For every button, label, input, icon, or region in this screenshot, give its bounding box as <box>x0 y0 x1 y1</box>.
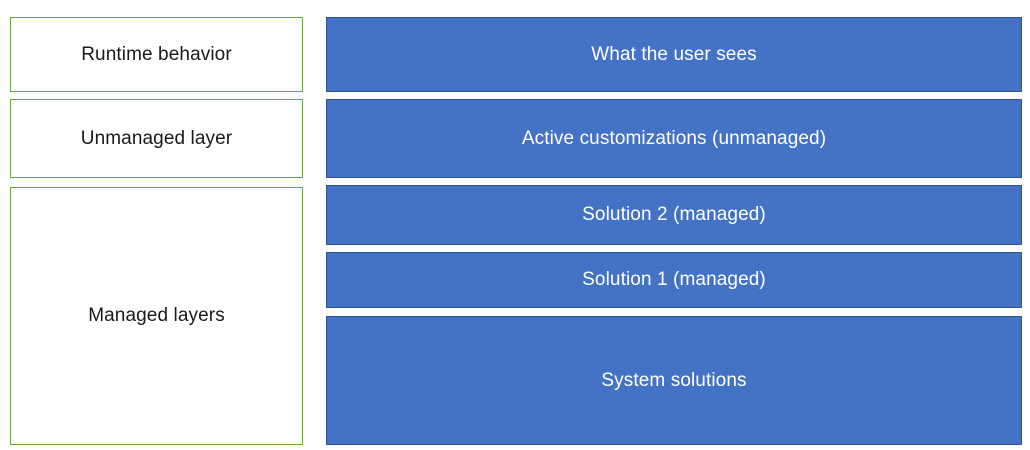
layer-bar-active-customizations-label: Active customizations (unmanaged) <box>521 127 827 149</box>
left-box-unmanaged-layer-label: Unmanaged layer <box>80 127 233 149</box>
left-box-managed-layers: Managed layers <box>10 187 303 445</box>
layer-bar-system-solutions-label: System solutions <box>601 369 747 391</box>
left-box-runtime-behavior-label: Runtime behavior <box>81 43 232 65</box>
layer-bar-what-the-user-sees: What the user sees <box>326 17 1022 92</box>
layer-bar-solution-2-label: Solution 2 (managed) <box>582 204 766 225</box>
layer-bar-solution-1-label: Solution 1 (managed) <box>582 269 766 290</box>
layer-bar-what-the-user-sees-label: What the user sees <box>591 43 757 65</box>
layer-bar-solution-1: Solution 1 (managed) <box>326 252 1022 308</box>
left-box-managed-layers-label: Managed layers <box>88 305 225 326</box>
layer-bar-system-solutions: System solutions <box>326 316 1022 445</box>
layer-bar-solution-2: Solution 2 (managed) <box>326 185 1022 245</box>
layer-bar-active-customizations: Active customizations (unmanaged) <box>326 99 1022 178</box>
left-box-runtime-behavior: Runtime behavior <box>10 17 303 92</box>
left-box-unmanaged-layer: Unmanaged layer <box>10 99 303 178</box>
